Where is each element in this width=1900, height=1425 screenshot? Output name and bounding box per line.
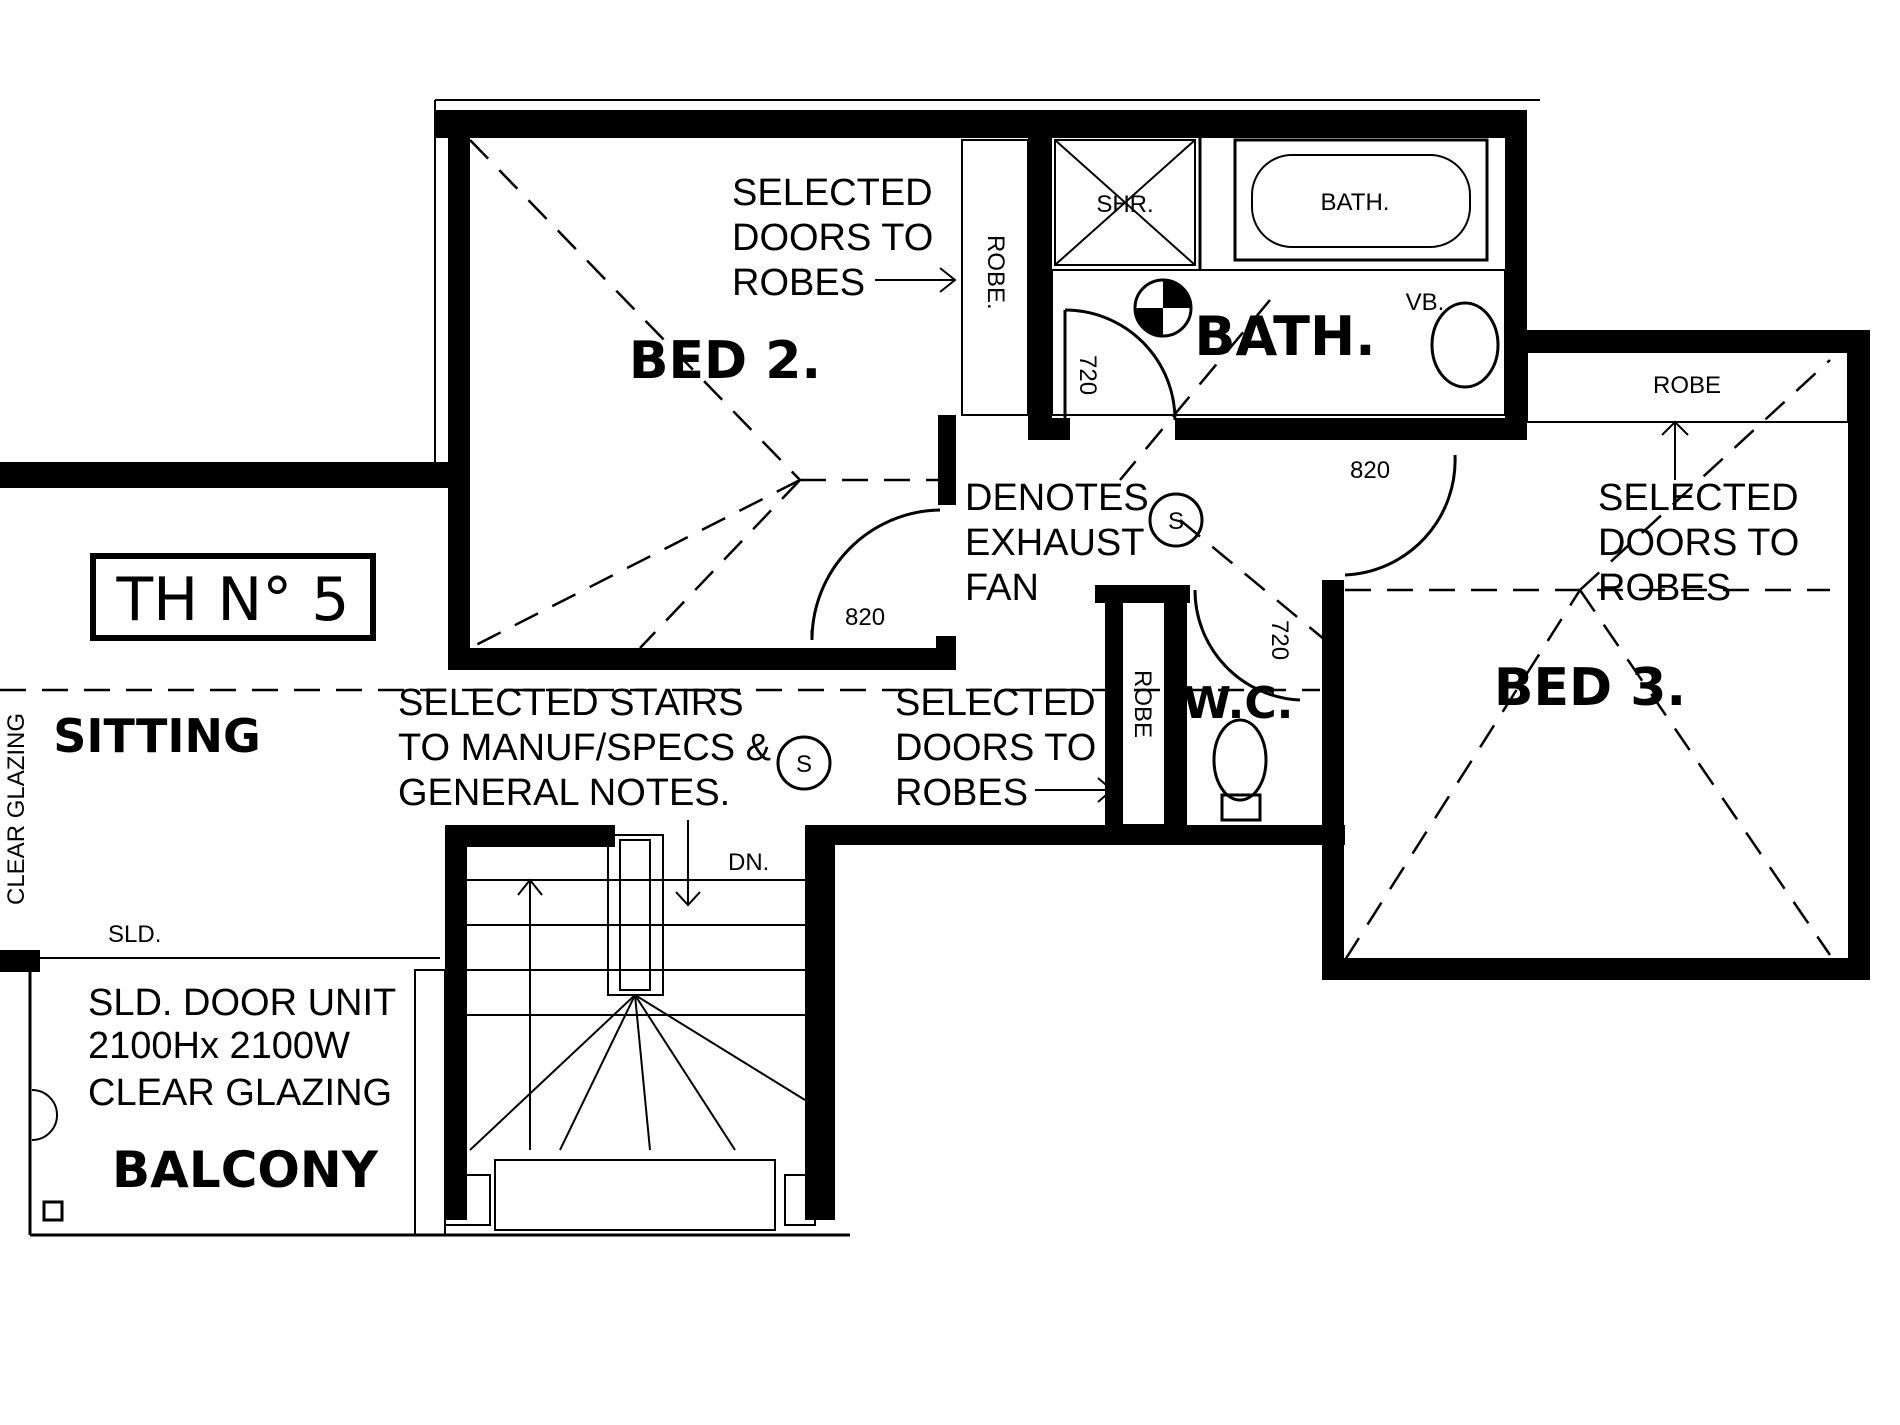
svg-text:ROBES: ROBES <box>895 772 1028 814</box>
svg-text:SELECTED STAIRS: SELECTED STAIRS <box>398 682 744 724</box>
svg-text:2100Hx 2100W: 2100Hx 2100W <box>88 1025 350 1067</box>
staircase <box>444 820 816 1231</box>
walls <box>0 99 1870 1237</box>
svg-text:SLD. DOOR UNIT: SLD. DOOR UNIT <box>88 982 396 1024</box>
svg-text:DOORS TO: DOORS TO <box>895 727 1096 769</box>
room-label-bed2: BED 2. <box>629 331 821 391</box>
exhaust-fan-symbol: S <box>1168 508 1184 535</box>
svg-text:TO MANUF/SPECS &: TO MANUF/SPECS & <box>398 727 771 769</box>
note-sld: SLD. <box>108 921 161 948</box>
exhaust-fan-icon <box>1148 492 1204 548</box>
robe-label-hall: ROBE <box>1129 670 1156 738</box>
note-sliding-door: SLD. DOOR UNIT 2100Hx 2100W CLEAR GLAZIN… <box>88 982 396 1114</box>
title-block-text: TH N° 5 <box>116 565 350 635</box>
room-label-bed3: BED 3. <box>1494 658 1686 718</box>
note-hall-doors: SELECTED DOORS TO ROBES <box>895 682 1096 814</box>
note-clear-glazing: CLEAR GLAZING <box>3 713 30 905</box>
room-label-sitting: SITTING <box>53 709 260 763</box>
note-stairs: SELECTED STAIRS TO MANUF/SPECS & GENERAL… <box>398 682 771 814</box>
room-label-balcony: BALCONY <box>112 1141 379 1199</box>
exhaust-fans <box>776 492 1204 791</box>
svg-text:CLEAR GLAZING: CLEAR GLAZING <box>88 1072 392 1114</box>
dim-wc-door: 720 <box>1266 620 1293 660</box>
note-bed3-doors: SELECTED DOORS TO ROBES <box>1598 477 1799 609</box>
robe-label-bed3: ROBE <box>1653 372 1721 399</box>
svg-text:ROBES: ROBES <box>1598 567 1731 609</box>
ceiling-dashes <box>0 139 1832 961</box>
robe-label-bed2: ROBE. <box>982 235 1009 310</box>
fixture-label-shower: SHR. <box>1096 191 1153 218</box>
fixture-label-vanity: VB. <box>1406 289 1445 316</box>
bath-fixtures <box>1051 135 1506 822</box>
room-label-bath: BATH. <box>1194 305 1375 368</box>
svg-text:DOORS TO: DOORS TO <box>1598 522 1799 564</box>
svg-text:SELECTED: SELECTED <box>1598 477 1799 519</box>
note-down: DN. <box>728 849 769 876</box>
dim-bed3-door: 820 <box>1350 457 1390 484</box>
svg-text:EXHAUST: EXHAUST <box>965 522 1144 564</box>
robe-boxes <box>875 139 1849 826</box>
svg-text:FAN: FAN <box>965 567 1039 609</box>
svg-text:DENOTES: DENOTES <box>965 477 1149 519</box>
svg-text:GENERAL NOTES.: GENERAL NOTES. <box>398 772 730 814</box>
title-block <box>90 553 376 641</box>
door-swings <box>810 308 1457 702</box>
toilet-icon <box>1212 718 1268 802</box>
svg-text:DOORS TO: DOORS TO <box>732 217 933 259</box>
dim-bed2-door: 820 <box>845 604 885 631</box>
note-exhaust-fan: DENOTES EXHAUST FAN <box>965 477 1149 609</box>
note-bed2-doors: SELECTED DOORS TO ROBES <box>732 172 933 304</box>
fixture-label-bath: BATH. <box>1321 189 1390 216</box>
room-label-wc: W.C. <box>1183 678 1294 729</box>
svg-text:SELECTED: SELECTED <box>895 682 1096 724</box>
exhaust-fan-symbol: S <box>796 751 812 778</box>
dim-bath-door: 720 <box>1074 355 1101 395</box>
svg-text:SELECTED: SELECTED <box>732 172 933 214</box>
exhaust-fan-icon <box>776 735 832 791</box>
svg-text:ROBES: ROBES <box>732 262 865 304</box>
balcony-post <box>42 1200 64 1222</box>
